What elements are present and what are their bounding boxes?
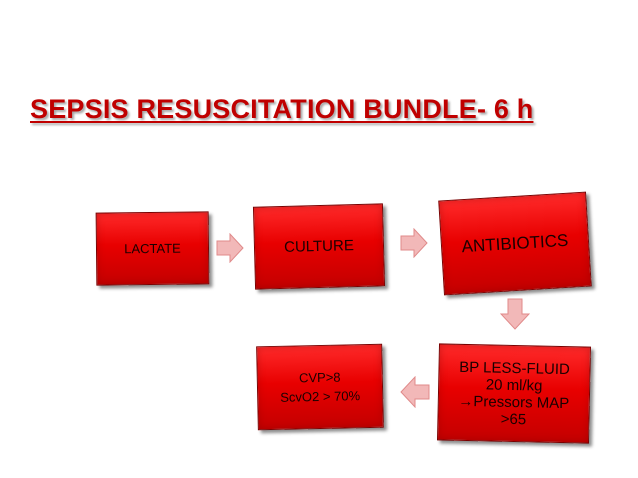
step-bp-fluid-label: BP LESS-FLUID 20 ml/kg →Pressors MAP >65 (458, 358, 570, 428)
step-lactate-box: LACTATE (95, 211, 210, 286)
step-culture-label: CULTURE (283, 237, 355, 256)
step-bp-fluid-box: BP LESS-FLUID 20 ml/kg →Pressors MAP >65 (437, 343, 591, 444)
arrow-left-icon (400, 376, 430, 408)
slide-title: SEPSIS RESUSCITATION BUNDLE- 6 h (30, 94, 534, 124)
arrow-right-icon (400, 228, 428, 258)
step-antibiotics-label: ANTIBIOTICS (461, 230, 569, 256)
step-antibiotics-box: ANTIBIOTICS (438, 191, 592, 296)
arrow-down-icon (500, 298, 530, 330)
arrow-right-icon (216, 233, 244, 263)
step-lactate-label: LACTATE (124, 240, 181, 257)
step-cvp-box: CVP>8 ScvO2 > 70% (256, 343, 384, 431)
step-cvp-label: CVP>8 ScvO2 > 70% (280, 369, 361, 405)
step-culture-box: CULTURE (252, 203, 386, 290)
